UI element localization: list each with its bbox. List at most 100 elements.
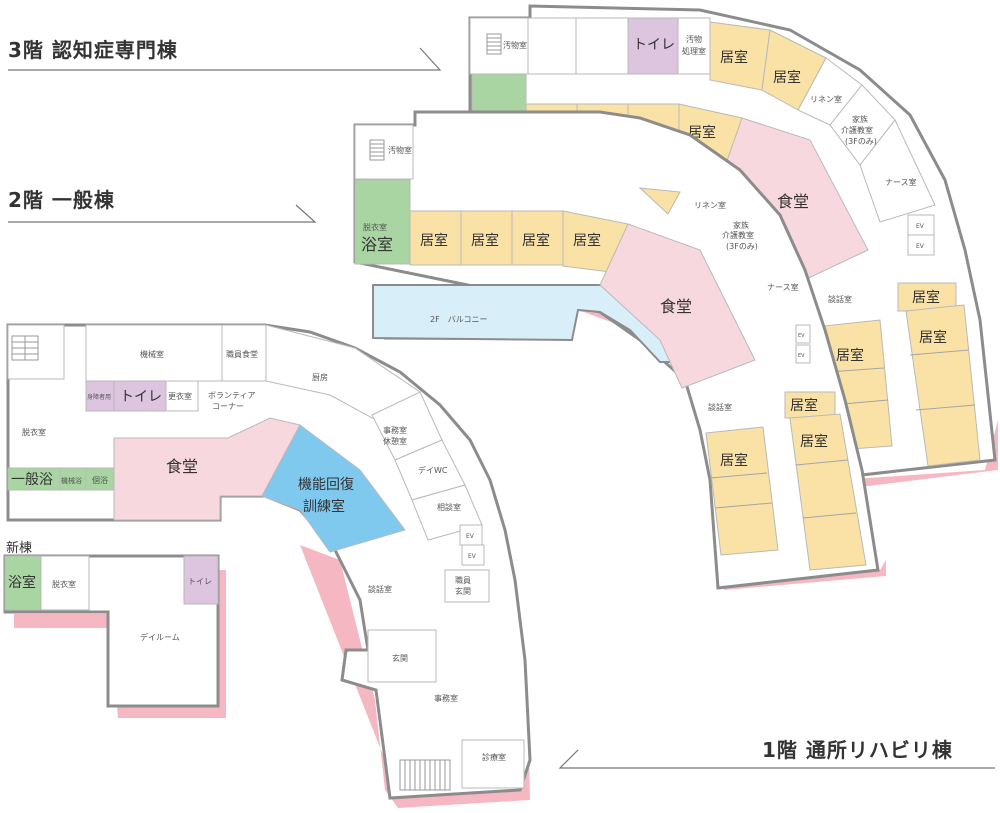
- f2-family-label-1: 家族: [733, 220, 749, 230]
- f3-ev-2-label: EV: [916, 243, 925, 250]
- f2-bedroom-3-label: 居室: [522, 232, 550, 249]
- new-bath-label: 浴室: [8, 574, 36, 591]
- f2-dining-label: 食堂: [660, 297, 692, 316]
- f1-staff-dining: [221, 324, 267, 382]
- f1-disabled-toilet: [85, 380, 115, 412]
- f2-bedroom-partial: [638, 187, 681, 215]
- f1-volunteer-label-2: コーナー: [212, 402, 244, 411]
- f1-ev-1-label: EV: [466, 533, 475, 540]
- f3-family-label-3: (3Fのみ): [845, 137, 877, 146]
- f1-consult-label: 相談室: [437, 502, 461, 512]
- f1-kitchen-label: 厨房: [312, 372, 328, 382]
- f3-bedroom-6: [905, 304, 981, 467]
- f1-machine-bath-label: 機械浴: [61, 476, 82, 485]
- f2-bedroom-1-label: 居室: [420, 232, 448, 249]
- f2-balcony-label: 2F バルコニー: [430, 315, 488, 324]
- f3-bedroom-7-label: 居室: [836, 347, 864, 364]
- f3-soiled2-label: 汚物: [686, 34, 702, 44]
- f3-bedroom-top-2-label: 居室: [773, 69, 801, 86]
- f1-machine-label: 機械室: [140, 349, 164, 359]
- f3-soiled-label: 汚物室: [503, 40, 527, 50]
- f2-ev-1: [795, 324, 811, 344]
- f2-bedroom-7-label: 居室: [800, 433, 828, 450]
- f2-bedroom-3: [511, 210, 564, 266]
- f2-nurse-label: ナース室: [767, 282, 799, 292]
- f1-bath-small-label: 個浴: [92, 475, 108, 485]
- f2-bedroom-2: [460, 210, 513, 266]
- f2-family-label-3: (3Fのみ): [726, 242, 758, 251]
- floor-1-plan: 機械室 職員食堂 厨房 身障者用 トイレ 更衣室 ボランティア コーナー 脱衣室…: [6, 323, 532, 808]
- f3-ev-2: [907, 234, 935, 256]
- f2-bedroom-4-label: 居室: [573, 232, 601, 249]
- f3-stairs-icon: [486, 33, 502, 55]
- f1-title-underline: [558, 749, 995, 769]
- new-dayroom-label: デイルーム: [140, 632, 180, 642]
- f2-ev-2: [795, 344, 811, 364]
- f3-ev-1-label: EV: [916, 223, 925, 230]
- f2-bedroom-2-label: 居室: [471, 232, 499, 249]
- f1-entrance-label: 玄関: [392, 653, 408, 663]
- f2-bedroom-5: [705, 426, 779, 556]
- f2-ev-2-label: EV: [798, 353, 805, 359]
- f3-bedroom-6-divider-2: [915, 404, 976, 411]
- new-building-title: 新棟: [6, 541, 33, 556]
- f3-nurse-room: [859, 119, 936, 223]
- f3-toilet-label: トイレ: [633, 37, 675, 53]
- f1-staff-entrance: [444, 569, 490, 603]
- f2-dining: [599, 223, 756, 389]
- new-toilet-label: トイレ: [188, 577, 212, 586]
- f1-machine-room: [85, 324, 223, 382]
- f2-family-label-2: 介護教室: [722, 230, 754, 240]
- f1-bottom-stairs-icon: [399, 759, 451, 791]
- f3-bedroom-6-divider-1: [909, 349, 970, 356]
- f3-bedroom-5-label: 居室: [912, 289, 940, 306]
- f3-soiled-processing: [677, 17, 711, 75]
- f3-storage-1: [527, 17, 577, 75]
- f2-stairs-icon: [369, 139, 385, 161]
- f1-disabled-label: 身障者用: [87, 393, 111, 401]
- floor-1-title: 1階 通所リハビリ棟: [762, 738, 953, 762]
- f2-linen-label: リネン室: [694, 200, 726, 210]
- f1-stairs-icon: [11, 335, 39, 361]
- f1-office-rest-label-1: 事務室: [383, 425, 407, 435]
- f1-clinic: [461, 739, 525, 789]
- f1-entrance: [367, 629, 437, 683]
- f3-bedroom-top-1-label: 居室: [720, 49, 748, 66]
- f1-lounge-label: 談話室: [368, 584, 392, 594]
- f1-office-rest-label-2: 休憩室: [383, 436, 407, 446]
- f2-bedroom-7-divider-1: [795, 459, 849, 466]
- f1-shadow: [300, 545, 530, 808]
- f3-bedroom-6-label: 居室: [919, 329, 947, 346]
- f2-soiled-label: 汚物室: [388, 145, 412, 155]
- f1-ev-2-label: EV: [468, 553, 477, 560]
- f2-bath: [354, 179, 411, 265]
- f2-lounge-label: 談話室: [708, 402, 732, 412]
- f3-soiled2b-label: 処理室: [682, 46, 706, 56]
- f1-toilet-label: トイレ: [120, 389, 162, 405]
- f3-linen-label: リネン室: [810, 94, 842, 104]
- new-dress-label: 脱衣室: [52, 579, 76, 589]
- new-building-plan: 浴室 脱衣室 トイレ デイルーム: [3, 554, 226, 718]
- f2-bath-label: 浴室: [361, 235, 393, 254]
- f2-bedroom-7: [789, 413, 867, 571]
- f2-title-underline: [8, 204, 317, 223]
- f2-bedroom-6: [784, 391, 836, 419]
- new-toilet: [183, 555, 219, 605]
- f1-general-bath-label: 一般浴: [11, 472, 53, 488]
- f3-title-underline: [8, 47, 442, 71]
- f1-small-bath: [85, 467, 115, 491]
- new-dress-room: [40, 555, 90, 611]
- f1-rehab-room: [261, 424, 406, 553]
- f1-rehab-label-2: 訓練室: [303, 498, 345, 515]
- f1-staff-ent-label-2: 玄関: [455, 586, 471, 596]
- f3-lounge-label: 談話室: [828, 294, 852, 304]
- f1-ev-2: [461, 544, 485, 566]
- f3-dining-label: 食堂: [777, 192, 809, 211]
- f1-toilet: [113, 380, 167, 412]
- f3-nurse-label: ナース室: [885, 177, 917, 187]
- floor-2-title: 2階 一般棟: [8, 188, 115, 212]
- f1-volunteer-label-1: ボランティア: [208, 391, 256, 400]
- f2-bedroom-5-divider-2: [714, 502, 773, 509]
- floor-3-title: 3階 認知症専門棟: [8, 38, 178, 62]
